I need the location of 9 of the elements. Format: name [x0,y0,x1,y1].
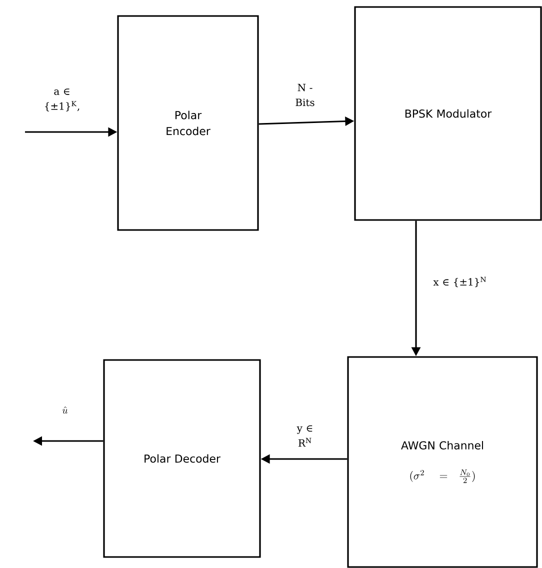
block-box: AWGN Channel $(\sigma^{2} \ = \frac{N_0}{2})$ [347,356,538,568]
edge-label: $\hat{u}$ [62,406,68,414]
edge-label: a ∈ {±1}$^{K}$, [45,88,80,112]
block-box: BPSK Modulator [354,6,542,221]
block-box: Polar Encoder [117,15,259,231]
edge-label: x ∈ {±1}$^{N}$ [433,276,486,288]
block-box: Polar Decoder [103,359,261,558]
edge-label: N - Bits [296,84,314,106]
edge-label: y ∈ R$^{N}$ [296,425,312,447]
